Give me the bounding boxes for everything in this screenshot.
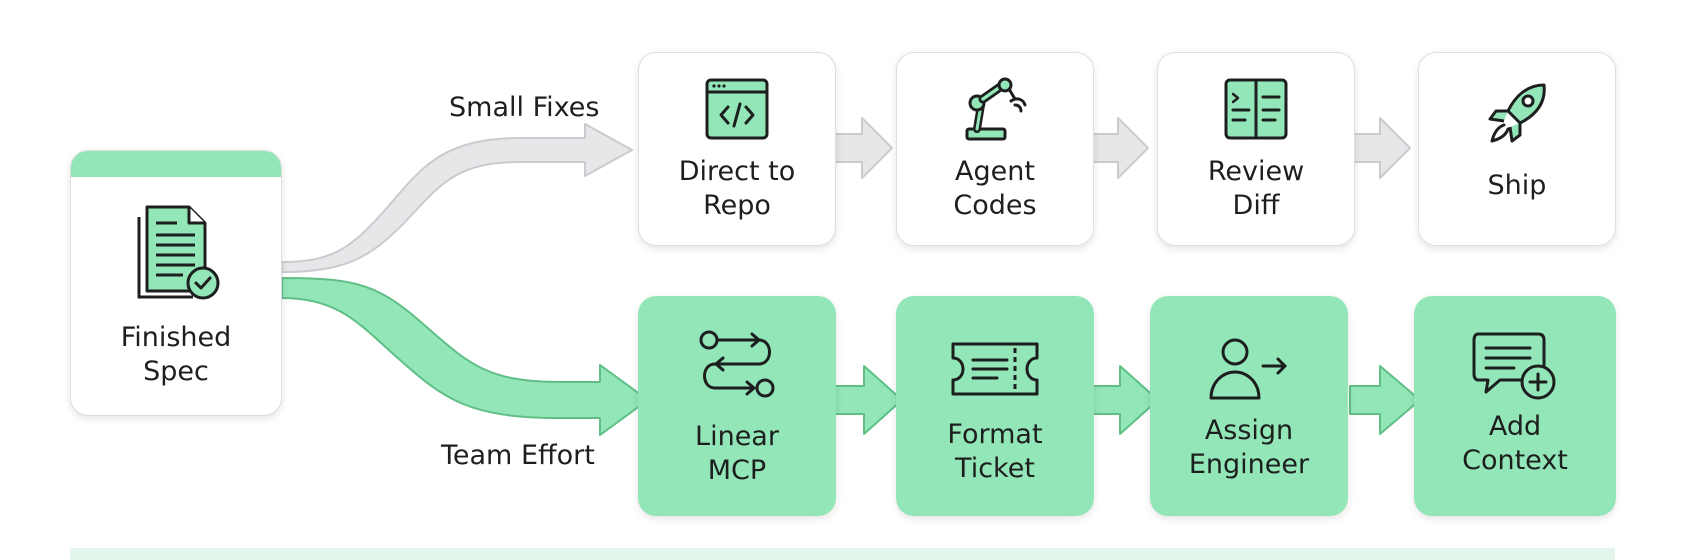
node-label: Direct to Repo — [679, 155, 796, 223]
arrow-bottom-2 — [1090, 365, 1159, 435]
footer-band — [70, 548, 1615, 560]
node-agent-codes: Agent Codes — [896, 52, 1094, 246]
team-effort-branch — [281, 277, 649, 436]
node-linear-mcp: Linear MCP — [638, 296, 836, 516]
small-fixes-label: Small Fixes — [449, 92, 600, 123]
node-label-line2: Codes — [953, 190, 1037, 221]
chat-add-icon — [1472, 332, 1556, 400]
arrow-top-2 — [1090, 117, 1149, 179]
node-ship: Ship — [1418, 52, 1616, 246]
node-direct-to-repo: Direct to Repo — [638, 52, 836, 246]
finished-spec-label-line2: Spec — [143, 356, 209, 387]
node-label: Linear MCP — [695, 420, 779, 488]
node-label-line2: Context — [1462, 445, 1568, 476]
node-label: Agent Codes — [953, 155, 1036, 223]
node-add-context: Add Context — [1414, 296, 1616, 516]
diff-icon — [1224, 78, 1288, 140]
node-label-line1: Ship — [1487, 170, 1547, 201]
node-label-line2: Diff — [1232, 190, 1280, 221]
node-label-line1: Assign — [1204, 415, 1294, 446]
node-label-line1: Agent — [955, 156, 1035, 187]
assign-user-icon — [1209, 338, 1287, 400]
robot-arm-icon — [965, 77, 1027, 141]
arrow-top-3 — [1351, 117, 1411, 179]
node-label: Format Ticket — [947, 418, 1042, 486]
node-label: Assign Engineer — [1189, 414, 1309, 482]
node-label: Ship — [1488, 169, 1547, 203]
node-assign-engineer: Assign Engineer — [1150, 296, 1348, 516]
node-label-line1: Add — [1488, 411, 1542, 442]
node-label: Add Context — [1462, 410, 1568, 478]
node-label-line2: MCP — [707, 455, 767, 486]
node-label-line1: Format — [947, 419, 1043, 450]
arrow-top-1 — [834, 117, 893, 179]
finished-spec-node: Finished Spec — [70, 150, 282, 416]
node-format-ticket: Format Ticket — [896, 296, 1094, 516]
bottom-arrows — [834, 365, 1421, 435]
top-arrows — [834, 117, 1411, 179]
small-fixes-ribbon — [281, 123, 633, 273]
node-review-diff: Review Diff — [1157, 52, 1355, 246]
document-check-icon — [137, 205, 220, 300]
ticket-icon — [951, 342, 1039, 396]
arrow-bottom-3 — [1349, 365, 1421, 435]
node-label-line1: Direct to — [678, 156, 796, 187]
node-label-line2: Engineer — [1188, 449, 1310, 480]
rocket-icon — [1488, 83, 1546, 143]
team-effort-ribbon — [281, 277, 649, 436]
small-fixes-branch — [281, 123, 633, 273]
finished-spec-label: Finished Spec — [71, 321, 281, 389]
code-window-icon — [705, 78, 769, 140]
node-label: Review Diff — [1208, 155, 1304, 223]
arrow-bottom-1 — [834, 365, 903, 435]
node-label-line1: Review — [1207, 156, 1305, 187]
spec-header-band — [71, 151, 281, 177]
node-label-line1: Linear — [695, 421, 779, 452]
team-effort-label: Team Effort — [441, 440, 595, 471]
workflow-icon — [699, 330, 775, 398]
node-label-line2: Repo — [703, 190, 771, 221]
node-label-line2: Ticket — [955, 453, 1035, 484]
finished-spec-label-line1: Finished — [120, 322, 232, 353]
